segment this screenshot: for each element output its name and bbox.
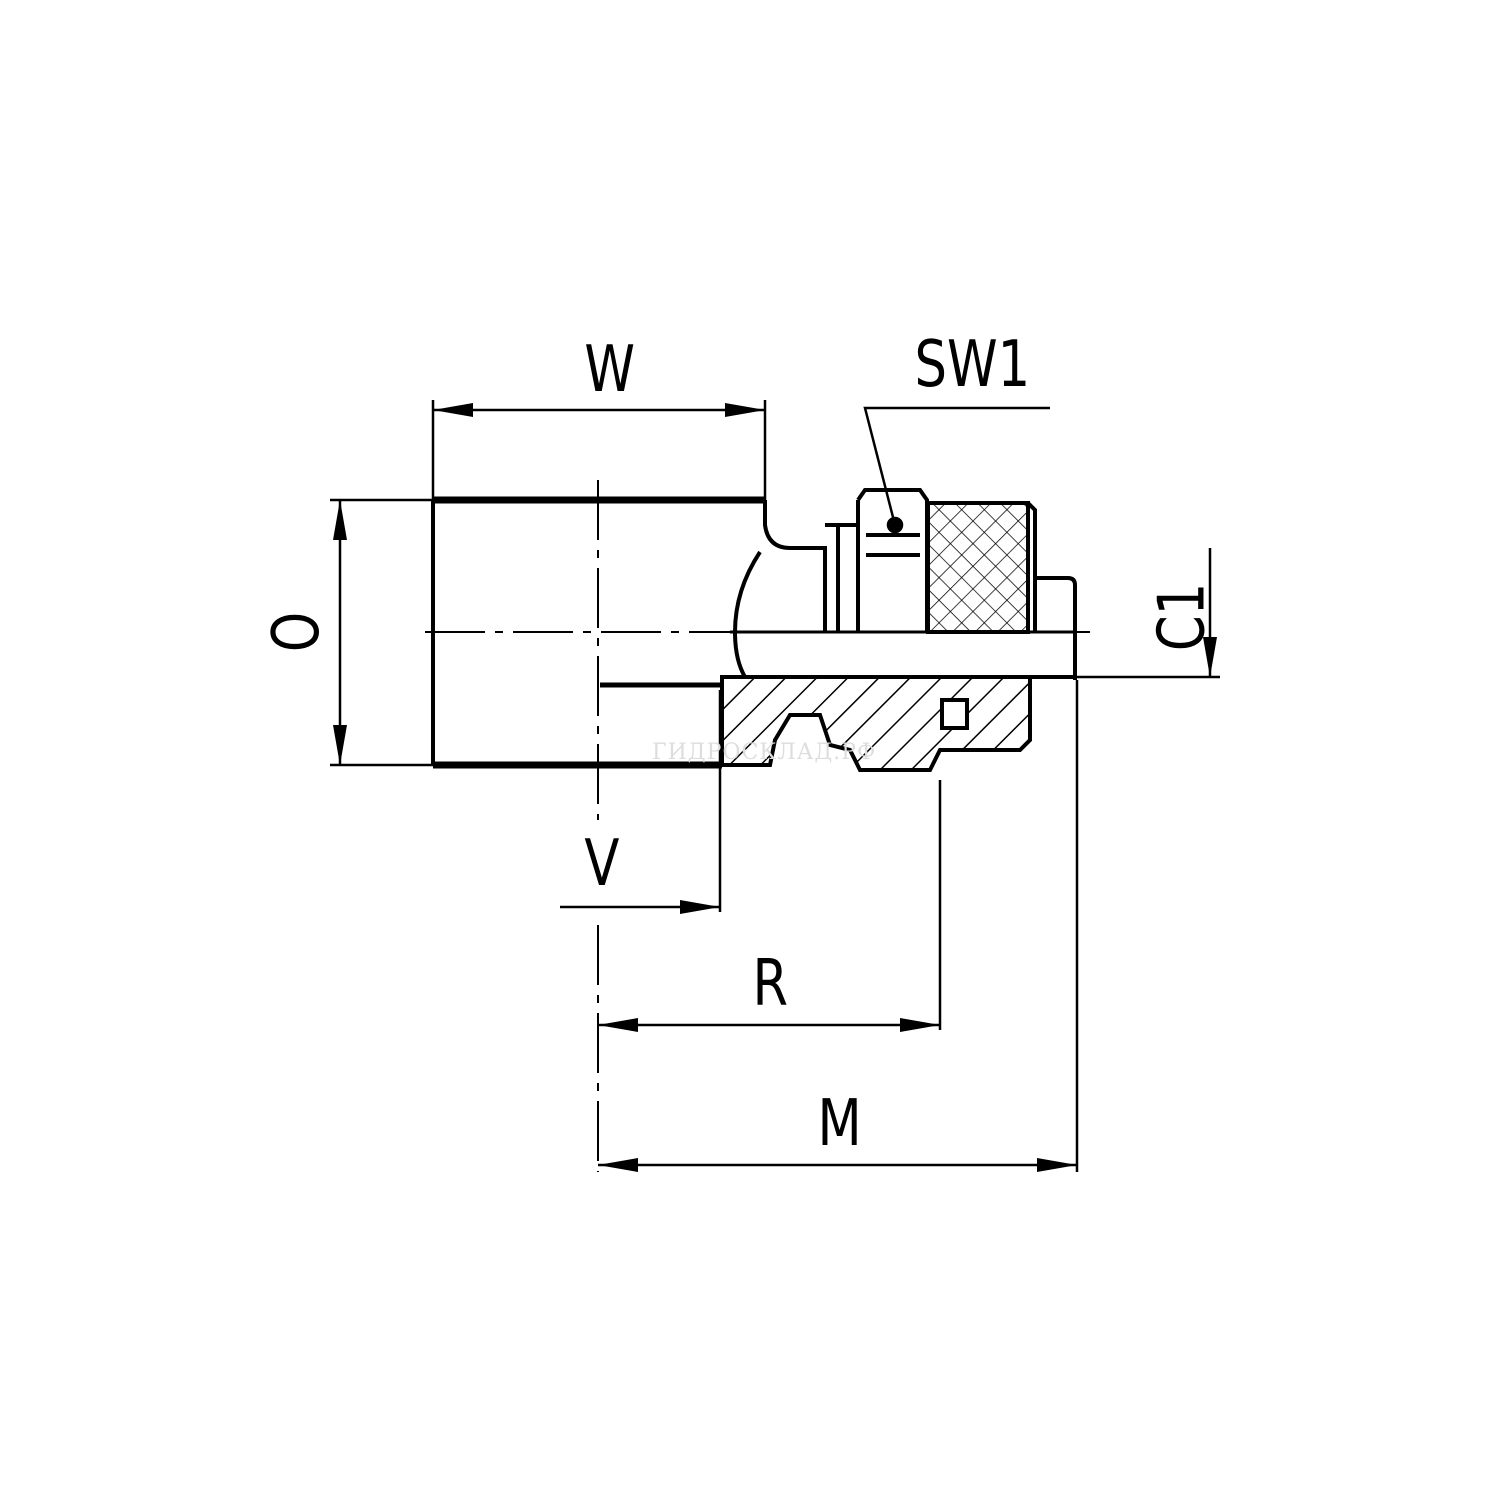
dimension-lines — [330, 400, 1220, 1172]
dimension-label-v: V — [584, 827, 620, 901]
watermark: ГИДРОСКЛАД.РФ — [652, 740, 877, 765]
dimension-label-sw1: SW1 — [914, 328, 1031, 402]
dimension-label-c1: C1 — [1145, 582, 1220, 652]
fitting-body — [431, 488, 1077, 772]
center-lines — [425, 480, 1090, 1172]
dimension-label-o: O — [260, 611, 335, 653]
dimension-label-m: M — [817, 1087, 862, 1161]
dimension-label-w: W — [584, 333, 635, 407]
dimension-label-r: R — [752, 947, 789, 1021]
